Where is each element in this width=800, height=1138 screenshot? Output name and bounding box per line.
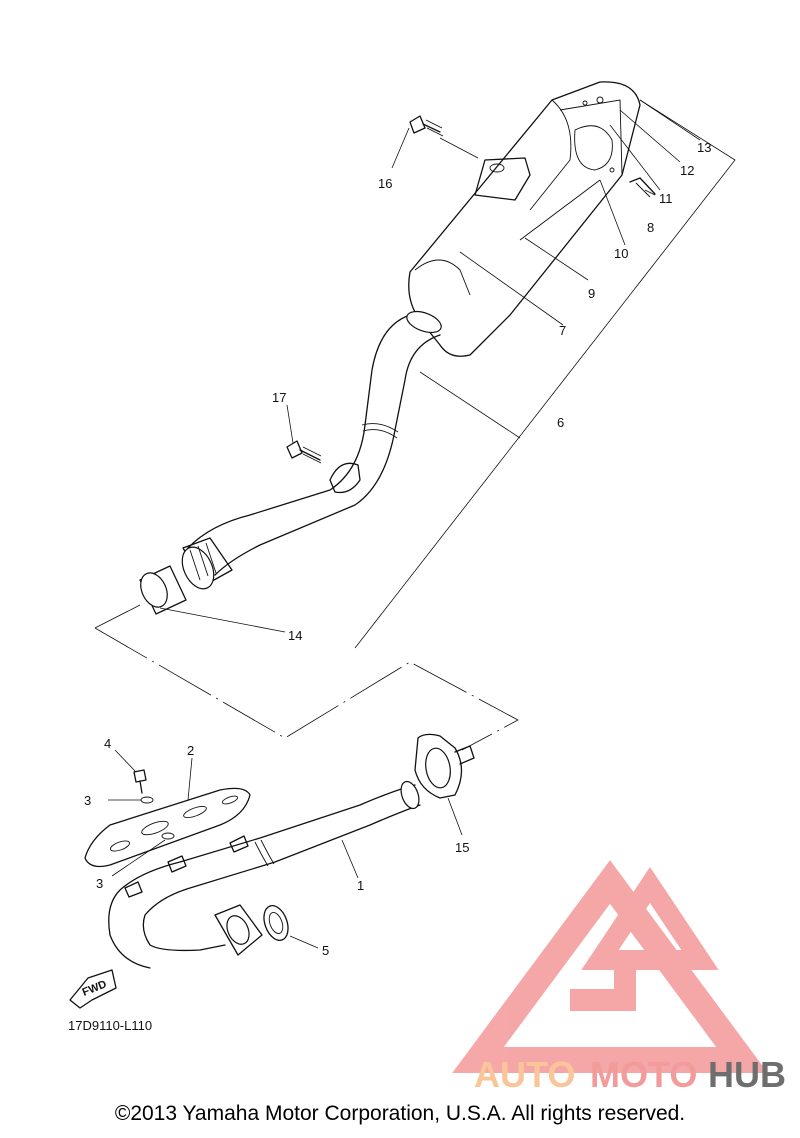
callout-4: 4	[104, 736, 111, 751]
callout-10: 10	[614, 246, 628, 261]
leader-lines	[94, 99, 736, 949]
callout-6: 6	[557, 415, 564, 430]
callout-16: 16	[378, 176, 392, 191]
watermark-text: AUTO MOTO HUB	[474, 1054, 786, 1095]
callout-3b: 3	[96, 876, 103, 891]
callout-2: 2	[187, 743, 194, 758]
callout-11: 11	[659, 191, 673, 206]
callout-13: 13	[697, 140, 711, 155]
callout-14: 14	[288, 628, 302, 643]
watermark-hub: HUB	[708, 1054, 786, 1095]
callout-7: 7	[559, 323, 566, 338]
callout-3a: 3	[84, 793, 91, 808]
callout-5: 5	[322, 943, 329, 958]
callout-1: 1	[357, 878, 364, 893]
header-pipe-assembly	[84, 733, 475, 969]
watermark-logo	[452, 860, 768, 1073]
fwd-arrow: FWD	[69, 969, 117, 1009]
callout-9: 9	[588, 286, 595, 301]
callout-12: 12	[680, 163, 694, 178]
callout-8: 8	[647, 220, 654, 235]
diagram-code: 17D9110-L110	[68, 1018, 152, 1033]
callout-labels: 1 2 3 3 4 5 6 7 8 9 10 11 12 13 14 15 16…	[84, 140, 711, 958]
callout-15: 15	[455, 840, 469, 855]
muffler-assembly	[139, 81, 656, 615]
copyright-notice: ©2013 Yamaha Motor Corporation, U.S.A. A…	[114, 1102, 686, 1125]
watermark-moto: MOTO	[590, 1054, 697, 1095]
watermark-auto: AUTO	[474, 1054, 575, 1095]
callout-17: 17	[272, 390, 286, 405]
